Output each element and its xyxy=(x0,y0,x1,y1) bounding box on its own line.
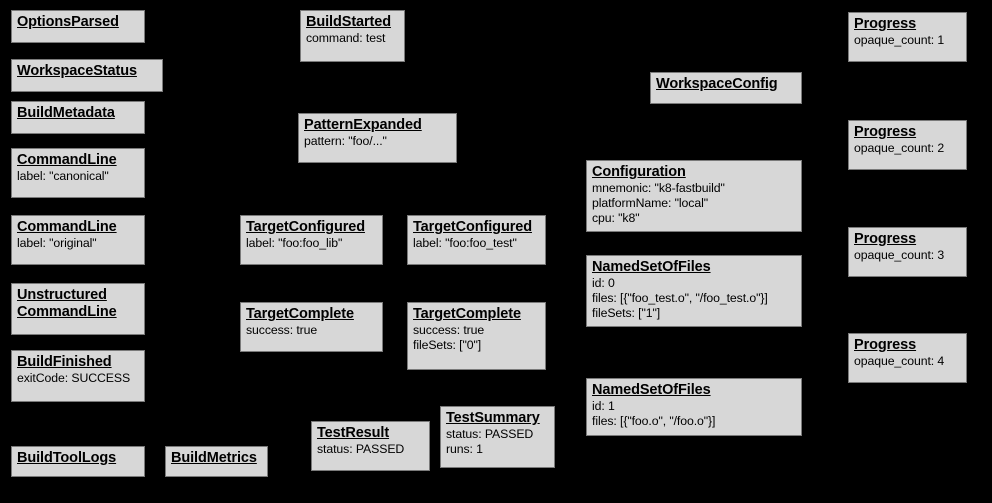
node-title: WorkspaceConfig xyxy=(656,76,778,92)
node-title: Progress xyxy=(854,337,917,353)
node-title: TargetComplete xyxy=(246,306,354,322)
node-field: fileSets: ["0"] xyxy=(413,338,482,352)
node-title: BuildMetadata xyxy=(17,105,115,121)
node-workspace-config[interactable]: WorkspaceConfig xyxy=(650,72,802,104)
node-field: label: "original" xyxy=(17,236,97,250)
node-field: files: [{"foo.o", "/foo.o"}] xyxy=(592,414,716,428)
node-field: opaque_count: 1 xyxy=(854,33,945,47)
node-field: id: 0 xyxy=(592,276,615,290)
node-title: TestSummary xyxy=(446,410,540,426)
node-title: CommandLine xyxy=(17,219,117,235)
node-field: status: PASSED xyxy=(317,442,405,456)
node-build-metrics[interactable]: BuildMetrics xyxy=(165,446,268,477)
node-build-tool-logs[interactable]: BuildToolLogs xyxy=(11,446,145,477)
node-unstructured-command-line[interactable]: Unstructured CommandLine xyxy=(11,283,145,335)
node-field: status: PASSED xyxy=(446,427,534,441)
node-field: label: "foo:foo_test" xyxy=(413,236,517,250)
node-title: Configuration xyxy=(592,164,686,180)
node-title: WorkspaceStatus xyxy=(17,63,137,79)
node-options-parsed[interactable]: OptionsParsed xyxy=(11,10,145,43)
node-field: fileSets: ["1"] xyxy=(592,306,661,320)
node-field: files: [{"foo_test.o", "/foo_test.o"}] xyxy=(592,291,768,305)
node-field: mnemonic: "k8-fastbuild" xyxy=(592,181,725,195)
node-title: Progress xyxy=(854,16,917,32)
node-title: TargetConfigured xyxy=(246,219,365,235)
node-field: opaque_count: 3 xyxy=(854,248,945,262)
node-field: label: "foo:foo_lib" xyxy=(246,236,343,250)
node-workspace-status[interactable]: WorkspaceStatus xyxy=(11,59,163,92)
node-field: success: true xyxy=(413,323,485,337)
node-title: Progress xyxy=(854,231,917,247)
node-title: PatternExpanded xyxy=(304,117,422,133)
node-title: NamedSetOfFiles xyxy=(592,259,711,275)
node-title: TargetConfigured xyxy=(413,219,532,235)
node-field: exitCode: SUCCESS xyxy=(17,371,131,385)
node-field: command: test xyxy=(306,31,386,45)
node-field: cpu: "k8" xyxy=(592,211,640,225)
node-title: TargetComplete xyxy=(413,306,521,322)
node-field: platformName: "local" xyxy=(592,196,708,210)
node-title: BuildToolLogs xyxy=(17,450,117,466)
node-title: Unstructured CommandLine xyxy=(17,287,117,320)
node-field: opaque_count: 4 xyxy=(854,354,945,368)
node-title: OptionsParsed xyxy=(17,14,119,30)
node-field: runs: 1 xyxy=(446,442,483,456)
node-title: BuildMetrics xyxy=(171,450,257,466)
node-title: CommandLine xyxy=(17,152,117,168)
node-field: success: true xyxy=(246,323,318,337)
node-title: BuildFinished xyxy=(17,354,112,370)
node-title: TestResult xyxy=(317,425,390,441)
node-title: BuildStarted xyxy=(306,14,392,30)
node-build-metadata[interactable]: BuildMetadata xyxy=(11,101,145,134)
node-field: opaque_count: 2 xyxy=(854,141,945,155)
node-field: label: "canonical" xyxy=(17,169,109,183)
node-field: id: 1 xyxy=(592,399,615,413)
node-title: NamedSetOfFiles xyxy=(592,382,711,398)
node-title: Progress xyxy=(854,124,917,140)
node-field: pattern: "foo/..." xyxy=(304,134,387,148)
